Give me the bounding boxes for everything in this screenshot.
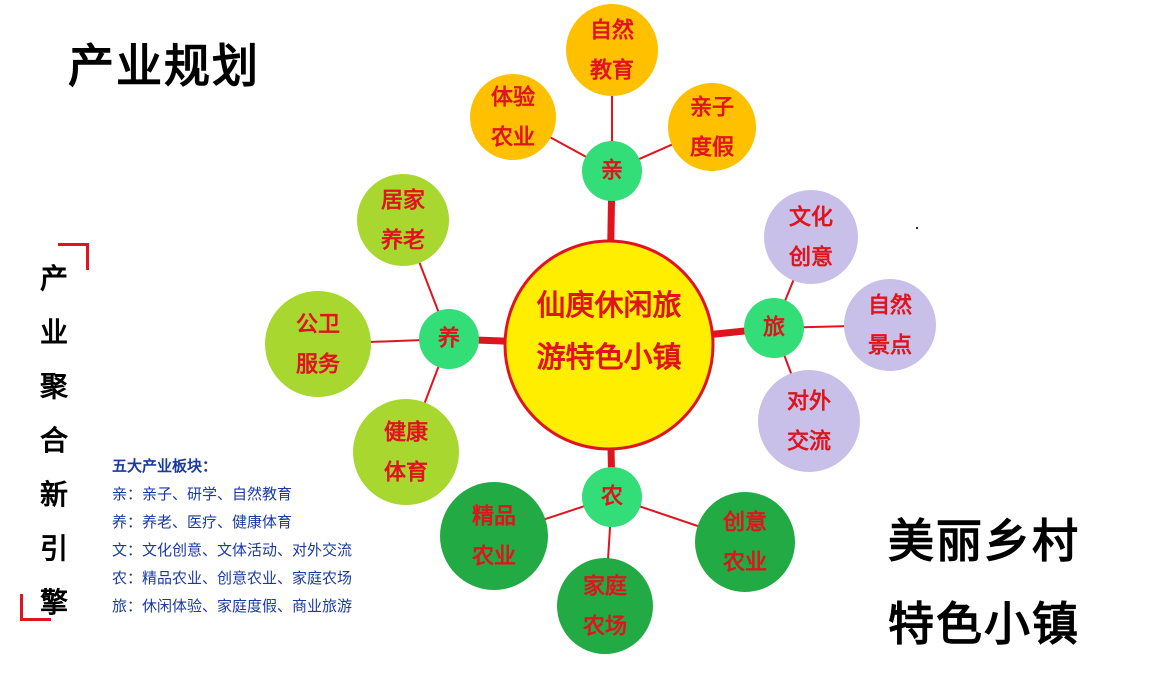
leaf-label-line1: 自然 [590, 18, 634, 44]
hub-label: 亲 [601, 159, 623, 184]
side-title-char: 产 [39, 262, 68, 295]
hub-node [744, 298, 804, 358]
legend-row: 旅：休闲体验、家庭度假、商业旅游 [112, 597, 353, 615]
leaf-label-line2: 创意 [788, 245, 833, 271]
legend-row: 文：文化创意、文体活动、对外交流 [112, 541, 353, 559]
leaf-label-line2: 交流 [787, 429, 831, 455]
leaf-node [470, 74, 556, 160]
leaf-label-line2: 教育 [590, 58, 634, 84]
leaf-label-line1: 健康 [384, 420, 429, 446]
side-title-char: 业 [39, 316, 68, 349]
leaf-node [668, 83, 756, 171]
hub-node [582, 467, 642, 527]
leaf-label-line2: 景点 [868, 333, 912, 359]
side-title-char: 引 [39, 532, 68, 565]
leaf-label-line2: 农业 [490, 125, 535, 151]
leaf-node [566, 4, 658, 96]
leaf-label-line1: 家庭 [583, 574, 627, 600]
bracket-bottom-decoration [20, 594, 51, 621]
leaf-label-line2: 农业 [471, 544, 516, 570]
leaf-node [758, 370, 860, 472]
leaf-label-line1: 文化 [789, 205, 833, 231]
hub-node [419, 309, 479, 369]
slogan-line-1: 美丽乡村 [888, 514, 1080, 568]
legend-row: 农：精品农业、创意农业、家庭农场 [112, 569, 353, 587]
leaf-label-line1: 自然 [868, 293, 912, 319]
legend-title: 五大产业板块： [112, 457, 218, 475]
leaf-label-line1: 创意 [722, 510, 767, 536]
legend-row: 养：养老、医疗、健康体育 [112, 513, 293, 531]
hub-label: 农 [600, 484, 623, 510]
leaf-node [357, 174, 449, 266]
leaf-node [557, 558, 653, 654]
leaf-label-line1: 对外 [787, 389, 831, 415]
hub-label: 旅 [763, 315, 785, 341]
hub-label: 养 [437, 326, 460, 352]
bracket-top-decoration [58, 243, 89, 270]
leaf-label-line2: 农场 [582, 614, 627, 640]
center-label-line1: 仙庾休闲旅 [536, 288, 681, 322]
slogan-line-2: 特色小镇 [888, 597, 1080, 651]
page-title: 产业规划 [68, 39, 260, 93]
leaf-label-line2: 养老 [380, 228, 425, 254]
center-label-line2: 游特色小镇 [536, 340, 681, 374]
legend-row: 亲：亲子、研学、自然教育 [112, 485, 293, 503]
hub-node [582, 141, 642, 201]
stray-dot [916, 227, 918, 229]
side-title-char: 合 [39, 424, 68, 457]
side-title-char: 擎 [39, 586, 68, 619]
leaf-node [265, 291, 371, 397]
legend: 五大产业板块： 亲：亲子、研学、自然教育 养：养老、医疗、健康体育 文：文化创意… [112, 452, 352, 620]
leaf-node [844, 279, 936, 371]
side-title-char: 新 [39, 478, 68, 511]
center-node [503, 239, 715, 451]
leaf-node [695, 492, 795, 592]
leaf-label-line1: 体验 [491, 85, 535, 111]
leaf-label-line1: 亲子 [690, 96, 734, 121]
side-title: 产 业 聚 合 新 引 擎 [38, 252, 70, 630]
leaf-label-line2: 体育 [384, 460, 428, 486]
leaf-label-line1: 精品 [472, 504, 516, 530]
leaf-label-line2: 度假 [690, 135, 734, 161]
side-title-char: 聚 [39, 370, 68, 403]
leaf-label-line1: 公卫 [296, 313, 340, 338]
leaf-label-line2: 服务 [296, 353, 341, 378]
leaf-node [440, 482, 548, 590]
leaf-node [764, 190, 858, 284]
leaf-label-line1: 居家 [381, 188, 426, 214]
leaf-node [353, 399, 459, 505]
leaf-label-line2: 农业 [722, 550, 767, 576]
